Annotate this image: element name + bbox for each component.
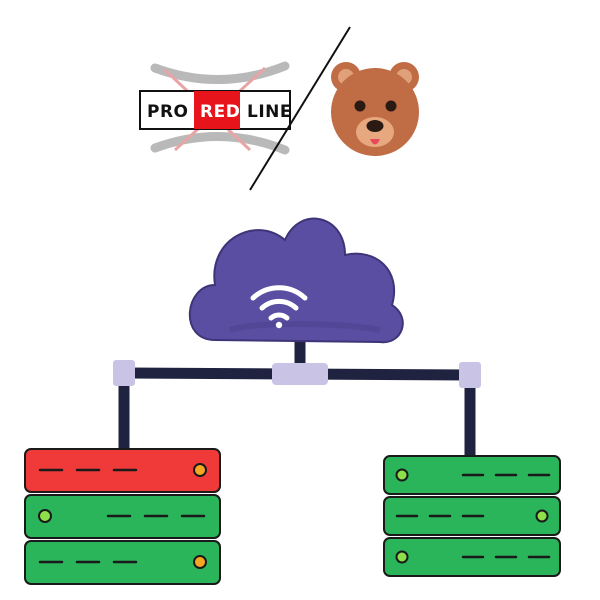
logo-red-block: [194, 91, 240, 129]
cloud-shape: [188, 217, 404, 344]
connector-left: [113, 360, 135, 386]
cloud: [188, 217, 404, 344]
status-led: [193, 463, 207, 477]
connector-right: [459, 362, 481, 388]
pro-red-line-logo: PRO RED LINE: [139, 61, 292, 155]
server-stack-right: [383, 455, 561, 577]
status-led: [38, 509, 52, 523]
logo-word-pro: PRO: [147, 102, 189, 122]
status-led: [535, 509, 549, 523]
logo-word-line: LINE: [247, 102, 292, 122]
cable-connectors: [113, 360, 481, 388]
status-led: [395, 468, 409, 482]
server-stack-left: [24, 448, 221, 585]
logo-arc-bottom: [150, 132, 290, 155]
logo-separator: [249, 26, 351, 191]
status-led: [395, 550, 409, 564]
bear-face-icon: [331, 62, 419, 156]
network-cables: [118, 324, 476, 466]
logo-word-red: RED: [200, 102, 240, 122]
status-led: [193, 555, 207, 569]
connector-center: [272, 363, 328, 385]
wifi-icon: [250, 285, 308, 329]
